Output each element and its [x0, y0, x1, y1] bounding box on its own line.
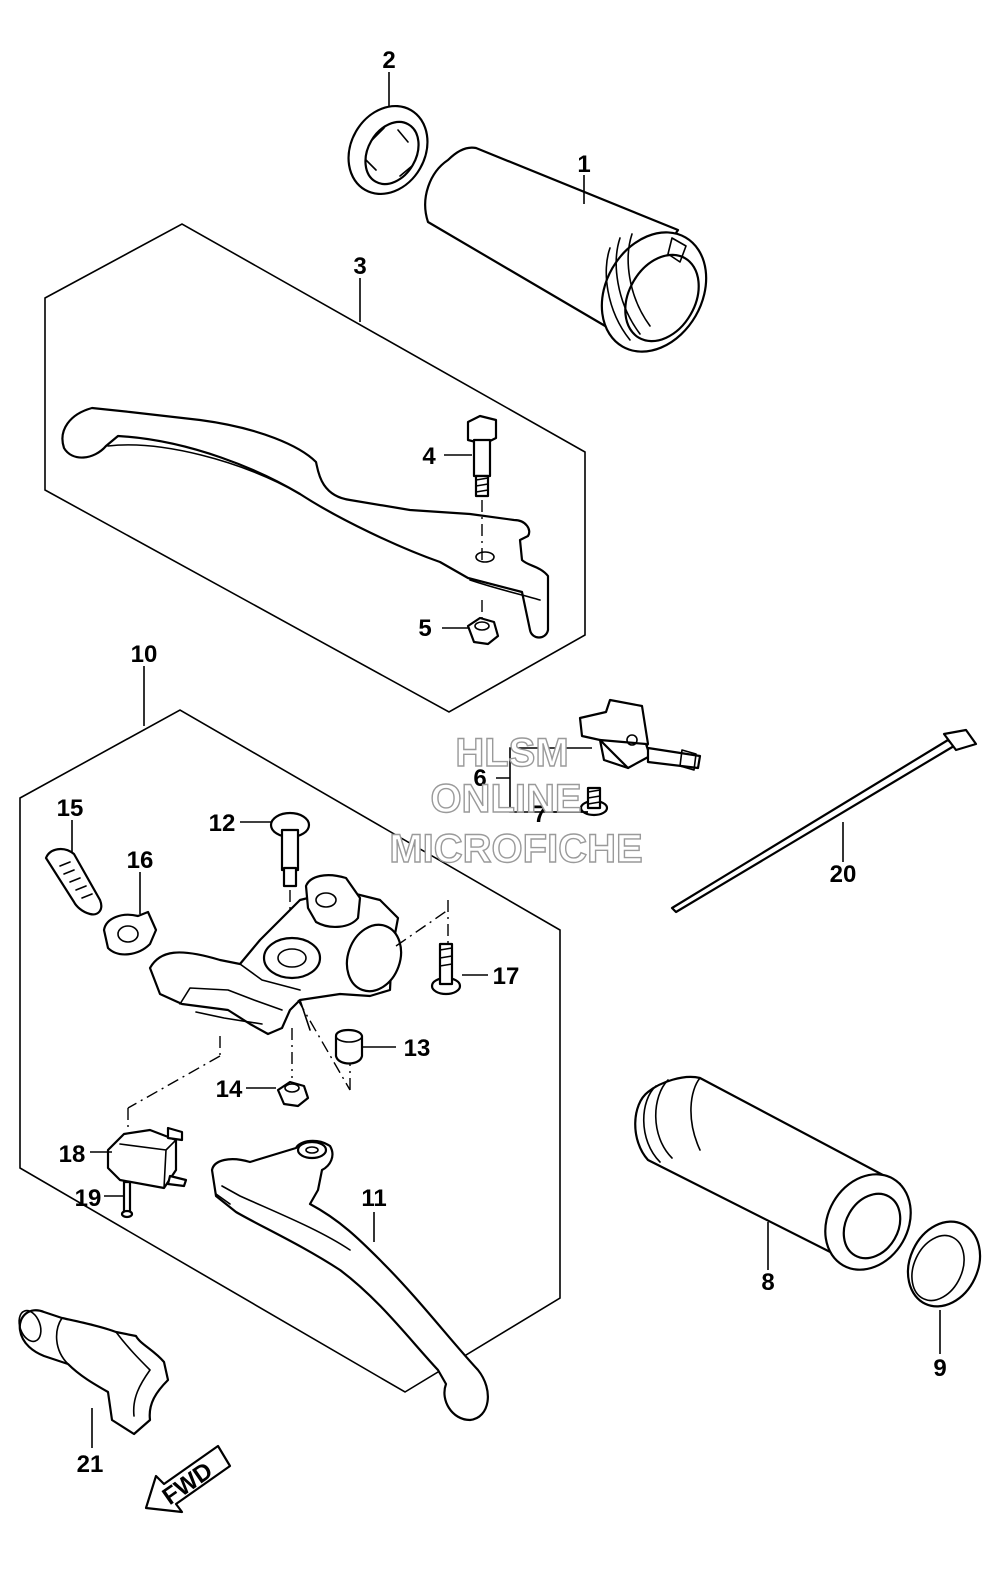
switch-screw-part-7: [579, 786, 609, 817]
pivot-bolt-part-12: [269, 811, 311, 888]
callout-12: 12: [209, 810, 236, 837]
leader-lines: [71, 72, 941, 1448]
callout-15: 15: [57, 795, 84, 822]
callout-4: 4: [422, 443, 436, 470]
callout-9: 9: [933, 1355, 946, 1382]
clutch-lever-part-11: [210, 1139, 489, 1422]
callout-16: 16: [127, 847, 154, 874]
lever-assembly-frame-3: [44, 223, 586, 713]
callout-7: 7: [533, 801, 546, 828]
watermark-line-2: ONLINE: [430, 777, 581, 821]
watermark-line-3: MICROFICHE: [389, 827, 642, 871]
switch-screw-part-19: [120, 1180, 134, 1219]
grip-end-cap-part-9: [906, 1220, 982, 1308]
adjuster-bolt-part-15: [44, 848, 103, 916]
adjuster-nut-part-16: [102, 910, 158, 956]
callout-19: 19: [75, 1185, 102, 1212]
callout-5: 5: [418, 615, 431, 642]
nut-part-14: [276, 1080, 310, 1108]
left-grip-part-8: [634, 1075, 912, 1271]
throttle-grip-part-1: [424, 146, 708, 353]
callout-14: 14: [216, 1076, 243, 1103]
watermark-line-1: HLSM: [455, 731, 568, 775]
bolt-part-17: [430, 942, 462, 996]
collar-part-13: [334, 1028, 364, 1065]
grip-end-ring-part-2: [347, 104, 429, 196]
callout-18: 18: [59, 1141, 86, 1168]
brake-switch-part-6: [578, 698, 702, 771]
callout-17: 17: [493, 963, 520, 990]
callout-13: 13: [404, 1035, 431, 1062]
watermark: HLSM ONLINE MICROFICHE: [389, 730, 644, 871]
master-cylinder-frame-10: [19, 709, 561, 1393]
callout-6: 6: [473, 765, 486, 792]
callout-numbers: 1 2 3 4 5 6 7 8 9 10 11 12 13 14 15 16 1…: [57, 47, 947, 1478]
lever-boot-part-21: [18, 1309, 170, 1436]
callout-8: 8: [761, 1269, 774, 1296]
brake-lever-part-3: [61, 406, 550, 639]
nut-part-5: [466, 616, 500, 646]
cable-tie-part-20: [670, 728, 978, 914]
lever-holder-part-10: [148, 874, 403, 1036]
lever-switch-part-18: [106, 1126, 188, 1190]
callout-21: 21: [77, 1451, 104, 1478]
callout-1: 1: [577, 151, 590, 178]
fwd-arrow-icon: FWD: [144, 1444, 232, 1514]
callout-3: 3: [353, 253, 366, 280]
pivot-bolt-part-4: [466, 414, 498, 498]
callout-11: 11: [361, 1185, 386, 1212]
callout-20: 20: [830, 861, 857, 888]
callout-10: 10: [131, 641, 158, 668]
callout-2: 2: [382, 47, 395, 74]
